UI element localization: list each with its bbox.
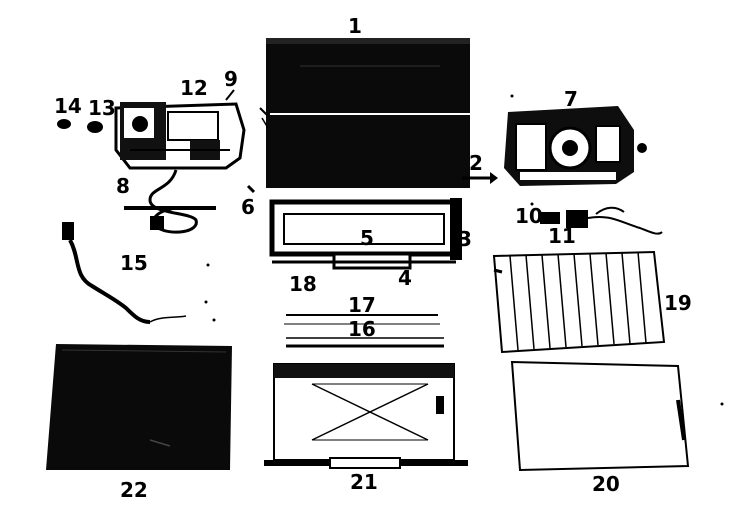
callout-8: 8 [116, 174, 130, 198]
callout-7: 7 [564, 87, 578, 111]
part-20-flat-panel [510, 360, 690, 472]
scanned-specks [204, 94, 724, 406]
part-13-round-button [87, 121, 103, 133]
callout-6: 6 [241, 195, 255, 219]
part-6-screw [246, 184, 256, 194]
part-2-screw [462, 172, 498, 184]
part-1-top-cover [259, 38, 470, 188]
callout-15: 15 [120, 251, 148, 275]
part-5-rectangular-frame [269, 199, 459, 257]
callout-9: 9 [224, 67, 238, 91]
callout-3: 3 [458, 227, 472, 251]
callout-18: 18 [289, 272, 317, 296]
part-21-base-tray [264, 363, 468, 469]
part-12-motor-unit [114, 89, 246, 170]
callout-21: 21 [350, 470, 378, 494]
callout-11: 11 [548, 224, 576, 248]
part-10-small-part [540, 212, 560, 224]
callout-4: 4 [398, 266, 412, 290]
part-14-round-button [57, 119, 71, 129]
callout-1: 1 [348, 14, 362, 38]
part-19-slatted-panel [492, 250, 666, 354]
callout-22: 22 [120, 478, 148, 502]
part-16-strip [286, 337, 444, 348]
part-3-frame-corner [450, 198, 462, 260]
callout-5: 5 [360, 226, 374, 250]
part-15-power-cord [62, 222, 187, 324]
callout-13: 13 [88, 96, 116, 120]
part-17-strip [284, 314, 440, 325]
callout-16: 16 [348, 317, 376, 341]
callout-17: 17 [348, 293, 376, 317]
callout-10: 10 [515, 204, 543, 228]
part-7-motor-unit [504, 106, 647, 186]
callout-14: 14 [54, 94, 82, 118]
callout-2: 2 [469, 151, 483, 175]
callout-20: 20 [592, 472, 620, 496]
part-11-cord-assembly [566, 206, 663, 235]
callout-19: 19 [664, 291, 692, 315]
part-8-cable [124, 169, 216, 234]
callout-12: 12 [180, 76, 208, 100]
part-22-carrying-case [46, 344, 232, 470]
